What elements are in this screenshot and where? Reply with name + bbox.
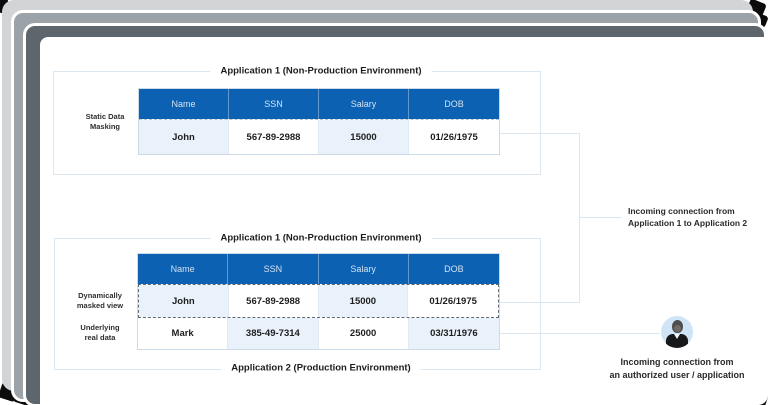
- connector-user-access: [500, 333, 660, 334]
- table-cell: 25000: [318, 318, 409, 349]
- table-cell: John: [139, 285, 229, 317]
- column-header: Name: [139, 89, 229, 119]
- static-masking-table: Name SSN Salary DOB John 567-89-2988 150…: [138, 88, 500, 155]
- table-cell: Mark: [138, 318, 229, 349]
- section-title-app1-bottom: Application 1 (Non-Production Environmen…: [210, 231, 432, 245]
- table-cell: 01/26/1975: [408, 285, 498, 317]
- table-row: John 567-89-2988 15000 01/26/1975: [139, 119, 499, 154]
- connector-app1-out: [500, 133, 579, 134]
- user-connection-note: Incoming connection from an authorized u…: [609, 357, 745, 381]
- person-collar: [674, 334, 680, 339]
- table-cell: 15000: [319, 120, 409, 154]
- column-header: DOB: [444, 264, 464, 274]
- dynamically-masked-view-label: Dynamically masked view: [76, 291, 124, 311]
- column-header: Salary: [319, 254, 409, 284]
- column-header: Salary: [319, 89, 409, 119]
- connector-to-note: [580, 217, 622, 218]
- connector-vertical: [579, 133, 580, 303]
- person-icon: [661, 316, 693, 348]
- dynamic-masking-table: Name SSN Salary DOB John 567-89-2988 150…: [137, 253, 500, 350]
- app-connection-note: Incoming connection from Application 1 t…: [628, 206, 748, 228]
- static-data-masking-label: Static Data Masking: [85, 112, 125, 132]
- column-header: Name: [138, 254, 229, 284]
- table-cell: 03/31/1976: [408, 318, 499, 349]
- underlying-real-data-label: Underlying real data: [80, 323, 120, 343]
- connector-app2-in: [500, 302, 579, 303]
- section-title-app2: Application 2 (Production Environment): [221, 361, 421, 375]
- table-header-row: Name SSN Salary DOB: [139, 89, 499, 119]
- table-header-row: Name SSN Salary DOB: [138, 254, 499, 284]
- section-title-app1-top: Application 1 (Non-Production Environmen…: [210, 64, 432, 78]
- column-header: SSN: [228, 254, 319, 284]
- real-data-row: Mark 385-49-7314 25000 03/31/1976: [138, 318, 499, 349]
- person-face: [673, 325, 681, 332]
- column-header: SSN: [229, 89, 319, 119]
- table-cell: 15000: [318, 285, 409, 317]
- table-cell: 567-89-2988: [229, 120, 319, 154]
- person-suit: [666, 334, 688, 348]
- table-cell: 567-89-2988: [228, 285, 319, 317]
- masked-view-row: John 567-89-2988 15000 01/26/1975: [138, 284, 499, 318]
- column-header: DOB: [444, 99, 464, 109]
- table-cell: 385-49-7314: [228, 318, 319, 349]
- table-cell: John: [139, 120, 229, 154]
- table-cell: 01/26/1975: [409, 120, 499, 154]
